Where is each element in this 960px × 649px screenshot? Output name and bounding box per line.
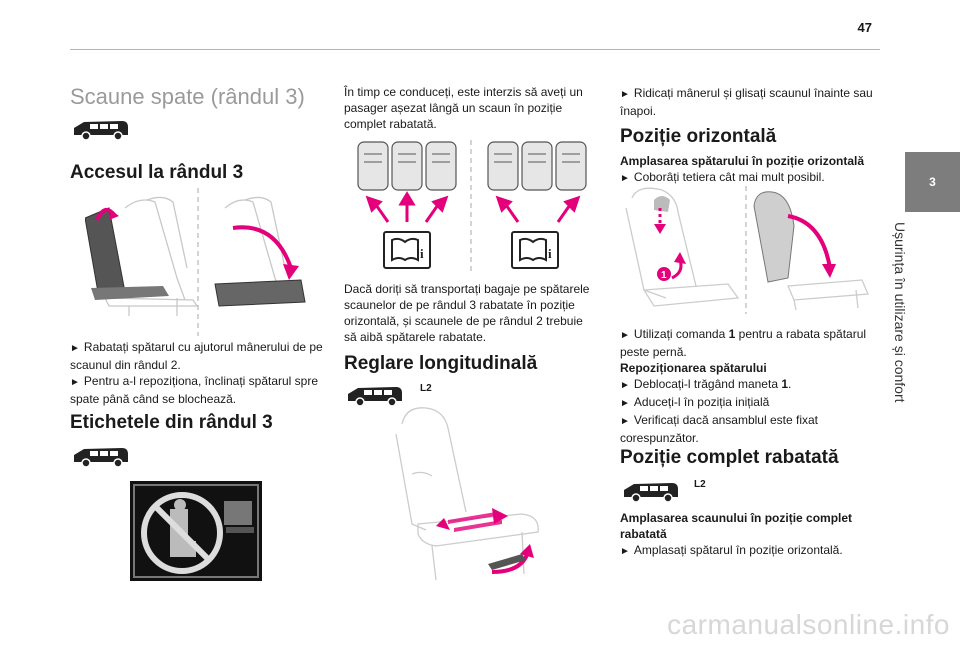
folded-step: ►Amplasați spătarul în poziție orizontal… (620, 543, 843, 557)
access-heading: Accesul la rândul 3 (70, 162, 244, 183)
access-illustration (85, 188, 306, 336)
folded-block: Amplasarea scaunului în poziție complet … (620, 510, 876, 560)
slide-step: ►Ridicați mânerul și glisați scaunul îna… (620, 86, 873, 118)
reposition-step-1: ►Deblocați-l trăgând maneta 1. (620, 377, 792, 391)
van-icon (74, 121, 128, 141)
reposition-step-2: ►Aduceți-l în poziția inițială (620, 395, 770, 409)
access-step-1: ►Rabatați spătarul cu ajutorul mânerului… (70, 340, 323, 372)
no-passenger-label-image (130, 481, 262, 581)
version-badge: L2 (694, 479, 706, 490)
column-right: ►Ridicați mânerul și glisați scaunul îna… (620, 85, 876, 119)
svg-text:i: i (420, 246, 424, 261)
longitudinal-illustration (395, 407, 539, 581)
page-number: 47 (857, 20, 872, 35)
control-block: ►Utilizați comanda 1 pentru a rabata spă… (620, 326, 876, 446)
horizontal-position-illustration: 1 (625, 186, 869, 314)
svg-text:i: i (548, 246, 552, 261)
chapter-side-title: Ușurința în utilizare și confort (892, 222, 908, 403)
reposition-heading: Repoziționarea spătarului (620, 361, 767, 375)
chapter-tab[interactable]: 3 (905, 152, 960, 212)
van-icon (74, 448, 128, 468)
intro-paragraph: În timp ce conduceți, este interzis să a… (344, 85, 583, 131)
reposition-step-3: ►Verificați dacă ansamblul este fixat co… (620, 413, 819, 445)
seat-rows-illustration: i i (357, 140, 587, 272)
folded-heading: Poziție complet rabatată (620, 447, 839, 468)
section-title: Scaune spate (rândul 3) (70, 84, 305, 109)
labels-heading: Etichetele din rândul 3 (70, 412, 273, 433)
folded-subheading: Amplasarea scaunului în poziție complet … (620, 511, 853, 541)
luggage-paragraph: Dacă doriți să transportați bagaje pe sp… (344, 282, 590, 344)
version-badge: L2 (420, 383, 432, 394)
horizontal-heading: Poziție orizontală (620, 126, 777, 147)
access-steps: ►Rabatați spătarul cu ajutorul mânerului… (70, 339, 326, 407)
column-middle: În timp ce conduceți, este interzis să a… (344, 84, 594, 132)
access-step-2: ►Pentru a-l repoziționa, înclinați spăta… (70, 374, 319, 406)
horizontal-step: ►Coborâți tetiera cât mai mult posibil. (620, 170, 825, 184)
header-divider (70, 49, 880, 50)
van-icon (624, 483, 678, 503)
control-step: ►Utilizați comanda 1 pentru a rabata spă… (620, 327, 867, 359)
longitudinal-heading: Reglare longitudinală (344, 353, 538, 374)
van-icon (348, 387, 402, 407)
callout-number-1: 1 (661, 270, 667, 281)
column-left: Scaune spate (rândul 3) (70, 84, 328, 110)
horizontal-subheading: Amplasarea spătarului în poziție orizont… (620, 154, 865, 168)
watermark: carmanualsonline.info (667, 609, 950, 640)
horizontal-block: Amplasarea spătarului în poziție orizont… (620, 153, 876, 187)
luggage-paragraph-block: Dacă doriți să transportați bagaje pe sp… (344, 281, 596, 345)
